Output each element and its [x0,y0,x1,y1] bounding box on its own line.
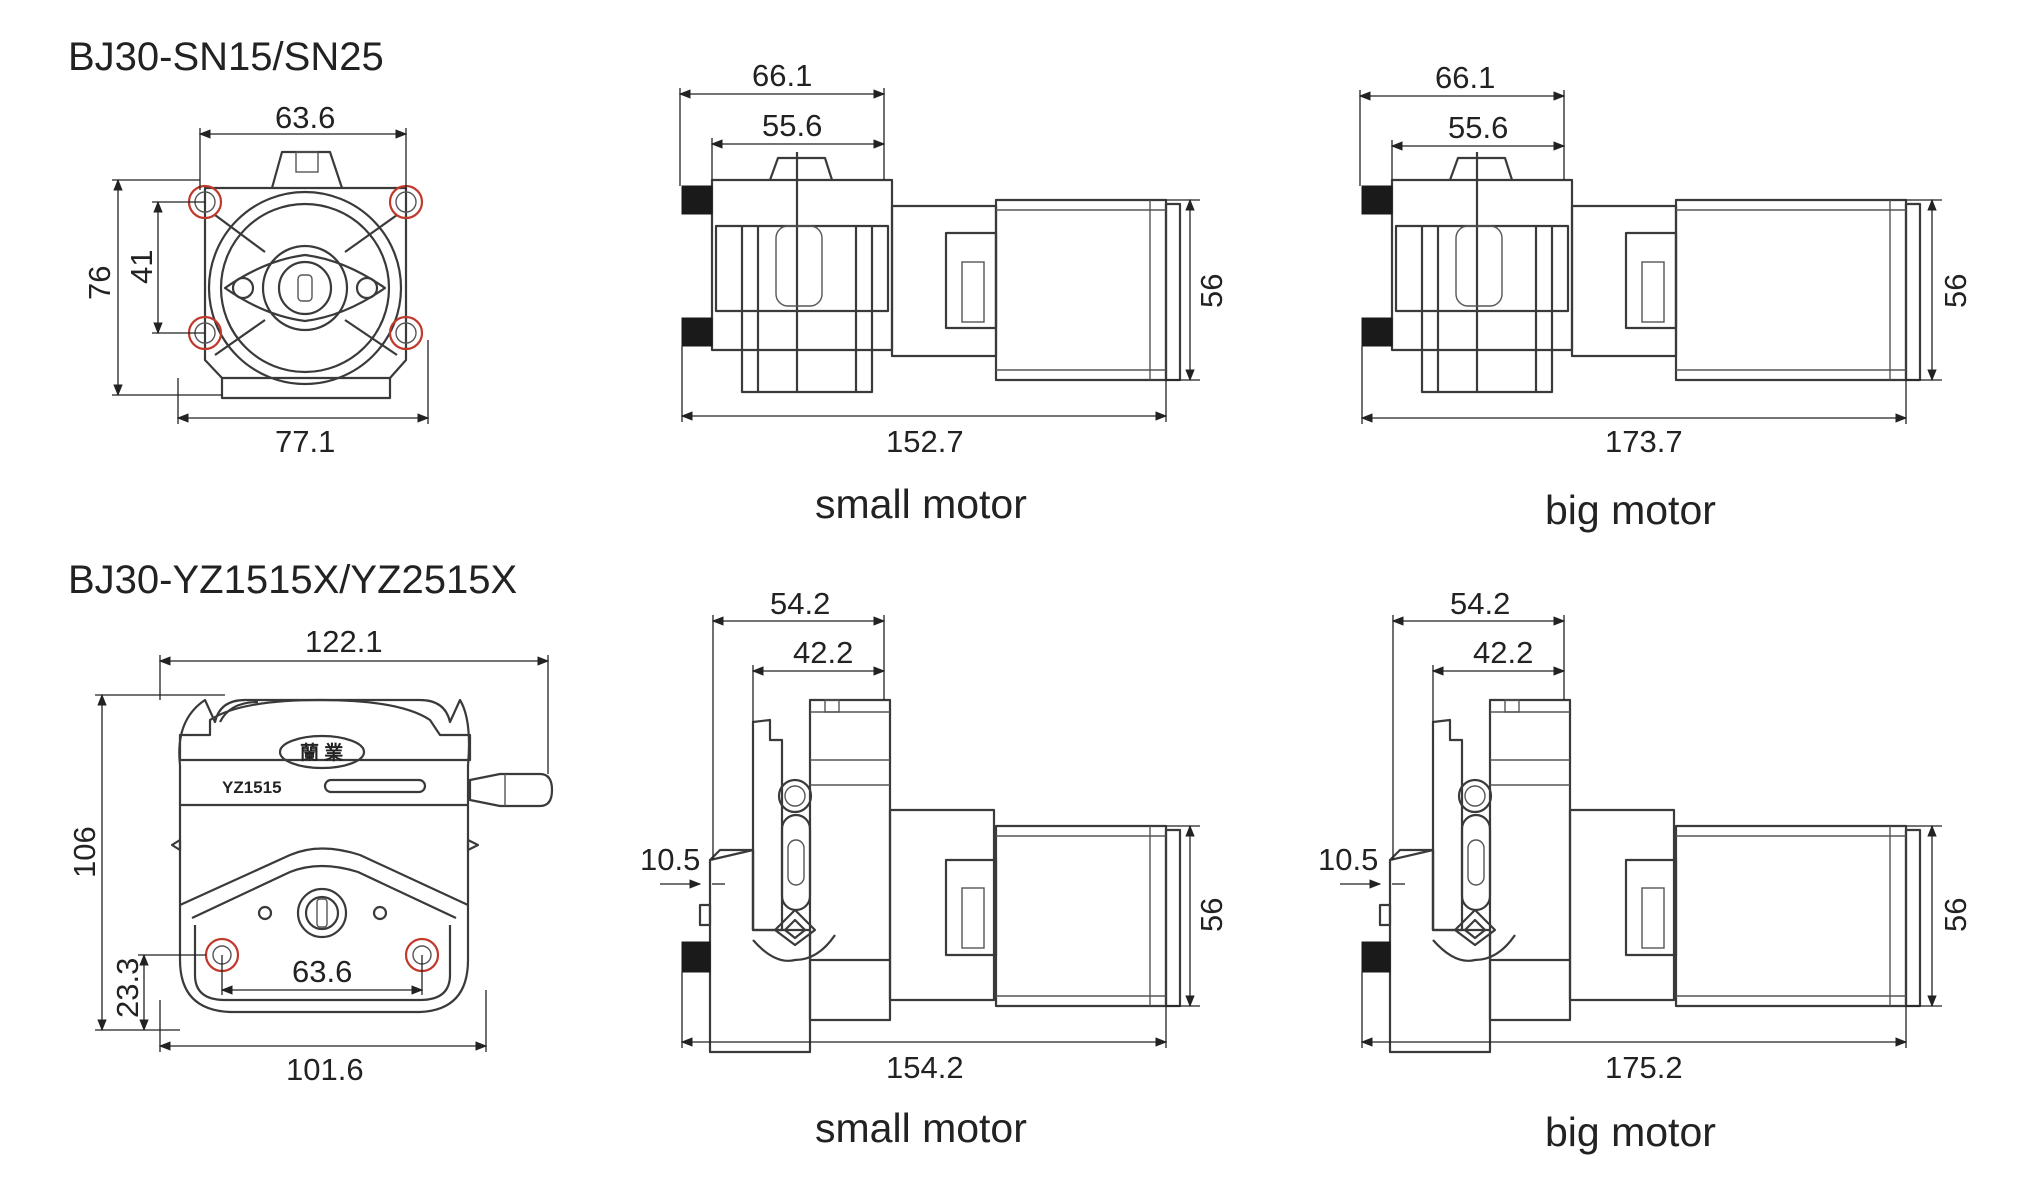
dim-label: 41 [124,250,159,284]
dim-label: 10.5 [640,842,700,877]
dim-label: 76 [82,266,117,300]
dim-label: 66.1 [752,58,812,93]
dim-label: 55.6 [1448,110,1508,145]
brand-badge-text: 蘭 業 [300,741,344,764]
dim-label: 42.2 [1473,635,1533,670]
yz-side-small-dimensions: 54.2 42.2 10.5 56 154.2 [640,586,1229,1085]
yz-side-small [681,698,1182,1054]
dim-label: 54.2 [1450,586,1510,621]
dim-label: 42.2 [793,635,853,670]
sn-side-big-dimensions: 66.1 55.6 56 173.7 [1358,60,1973,459]
yz-side-big-dimensions: 54.2 42.2 10.5 56 175.2 [1318,586,1973,1085]
sn-side-small-dimensions: 66.1 55.6 56 152.7 [678,58,1229,459]
dim-label: 55.6 [762,108,822,143]
dim-label: 77.1 [275,424,335,459]
knob-icon [1457,778,1493,814]
dim-label: 154.2 [886,1050,964,1085]
knob-icon [777,778,813,814]
dim-label: 56 [1938,274,1973,308]
section-title-sn: BJ30-SN15/SN25 [68,35,384,79]
dim-label: 152.7 [886,424,964,459]
brand-badge [278,734,366,770]
dim-label: 56 [1194,898,1229,932]
yz-front-dimensions: 122.1 106 23.3 63.6 101.6 [67,624,550,1087]
dim-label: 23.3 [110,958,145,1018]
caption-yz-small: small motor [815,1105,1027,1151]
connector-icon [681,185,713,215]
connector-icon [1361,941,1391,973]
sn-side-big [1361,152,1922,394]
sn-front-view [187,150,424,400]
dim-label: 101.6 [286,1052,364,1087]
caption-sn-small: small motor [815,481,1027,527]
dim-label: 10.5 [1318,842,1378,877]
connector-icon [681,941,711,973]
yz-front-view: 蘭 業 YZ1515 [170,698,554,1014]
dim-label: 122.1 [305,624,383,659]
connector-icon [1361,185,1393,215]
dim-label: 106 [67,826,102,878]
model-plate: YZ1515 [222,778,282,797]
dim-label: 175.2 [1605,1050,1683,1085]
dim-label: 66.1 [1435,60,1495,95]
dim-label: 63.6 [275,100,335,135]
caption-sn-big: big motor [1545,487,1716,533]
caption-yz-big: big motor [1545,1109,1716,1155]
dim-label: 173.7 [1605,424,1683,459]
section-title-yz: BJ30-YZ1515X/YZ2515X [68,558,517,602]
dim-label: 63.6 [292,954,352,989]
sn-side-small [681,152,1182,394]
sn-front-dimensions: 63.6 76 41 77.1 [82,100,430,459]
dim-label: 56 [1938,898,1973,932]
yz-side-big [1361,698,1922,1054]
dim-label: 54.2 [770,586,830,621]
dim-label: 56 [1194,274,1229,308]
